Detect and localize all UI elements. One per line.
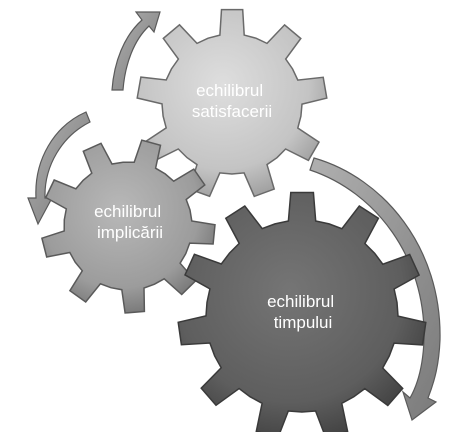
gear-satisfaction-line2: satisfacerii — [192, 102, 272, 121]
gear-satisfaction-label: echilibrul satisfacerii — [192, 81, 272, 121]
gear-time: echilibrul timpului — [177, 191, 427, 432]
cycle-arrow-left — [27, 111, 91, 226]
cycle-arrow-right — [309, 157, 441, 421]
gear-satisfaction-shape — [136, 8, 328, 198]
gear-involvement-line1: echilibrul — [94, 202, 161, 221]
gear-time-line2: timpului — [274, 313, 333, 332]
gear-involvement-label: echilibrul implicării — [94, 202, 166, 242]
gear-time-line1: echilibrul — [267, 292, 334, 311]
cycle-arrow-top — [111, 11, 161, 91]
gear-satisfaction-line1: echilibrul — [196, 81, 263, 100]
gear-satisfaction: echilibrul satisfacerii — [136, 8, 328, 198]
gear-involvement: echilibrul implicării — [40, 139, 216, 314]
gear-involvement-line2: implicării — [97, 223, 163, 242]
gear-involvement-shape — [40, 139, 216, 314]
gear-time-label: echilibrul timpului — [267, 292, 339, 332]
gear-time-shape — [177, 191, 427, 432]
